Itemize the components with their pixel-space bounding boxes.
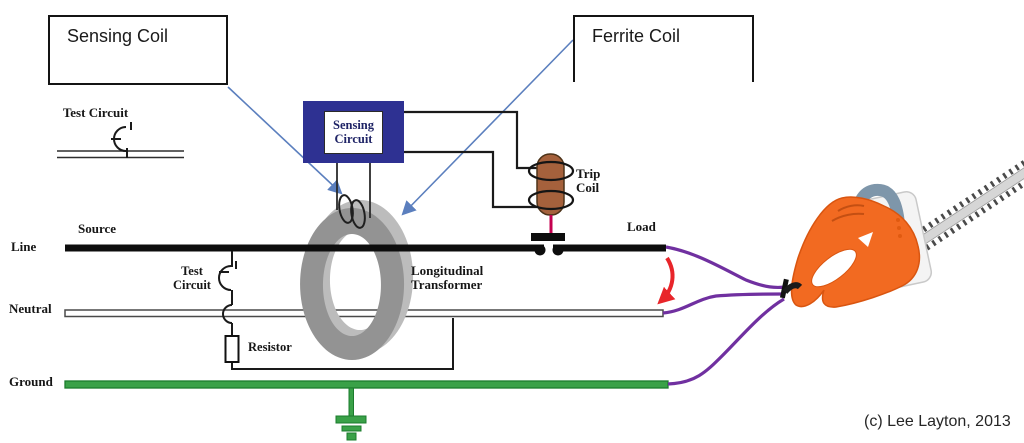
copyright-credit: (c) Lee Layton, 2013 — [864, 413, 1011, 430]
ferrite-coil-callout-label: Ferrite Coil — [592, 26, 681, 46]
neutral-label: Neutral — [9, 301, 52, 316]
sensing-circuit-label: Sensing Circuit — [324, 110, 383, 154]
neutral-conductor — [64, 309, 664, 318]
test-circuit-label: Test Circuit — [173, 264, 211, 292]
sensing-coil-callout-label: Sensing Coil — [67, 26, 169, 46]
trimmer-logo — [858, 232, 873, 247]
trip-coil-wire-bottom — [404, 150, 538, 209]
resistor-label: Resistor — [248, 340, 292, 354]
trimmer-cord-nub — [782, 282, 803, 295]
legend-test-switch-icon — [111, 122, 132, 158]
ferrite-coil-callout-line — [401, 39, 574, 216]
load-label: Load — [627, 219, 656, 234]
test-circuit-branch — [218, 251, 454, 370]
legend-title: Test Circuit — [62, 105, 129, 120]
hedge-trimmer-image — [782, 143, 1024, 308]
trip-coil-wire-top — [404, 110, 538, 170]
power-cord — [662, 245, 787, 386]
fault-current-arrow — [657, 256, 676, 305]
trimmer-detail-lines — [831, 204, 865, 222]
ground-label: Ground — [9, 374, 53, 389]
ferrite-coil-callout-box: Ferrite Coil — [573, 15, 754, 82]
trip-coil-label: Trip Coil — [576, 166, 601, 196]
trimmer-vents — [896, 218, 902, 238]
toroid-transformer — [300, 200, 414, 360]
earth-ground-icon — [335, 387, 367, 441]
legend-line-sample — [57, 150, 184, 159]
trimmer-handle-hole — [811, 248, 857, 288]
sensing-coil-callout-box: Sensing Coil — [48, 15, 228, 85]
sensing-coil-leads — [336, 163, 371, 218]
ground-conductor — [64, 380, 669, 389]
line-label: Line — [11, 239, 37, 254]
breaker-contact-icon — [531, 233, 565, 256]
sensing-circuit-block: Sensing Circuit — [303, 101, 404, 163]
sensing-coil-callout-line — [227, 86, 343, 195]
trip-coil-symbol — [527, 153, 575, 235]
source-label: Source — [78, 221, 117, 236]
sensing-coil-winding — [338, 194, 366, 229]
resistor-symbol — [224, 335, 240, 363]
longitudinal-transformer-label: Longitudinal Transformer — [411, 263, 484, 293]
